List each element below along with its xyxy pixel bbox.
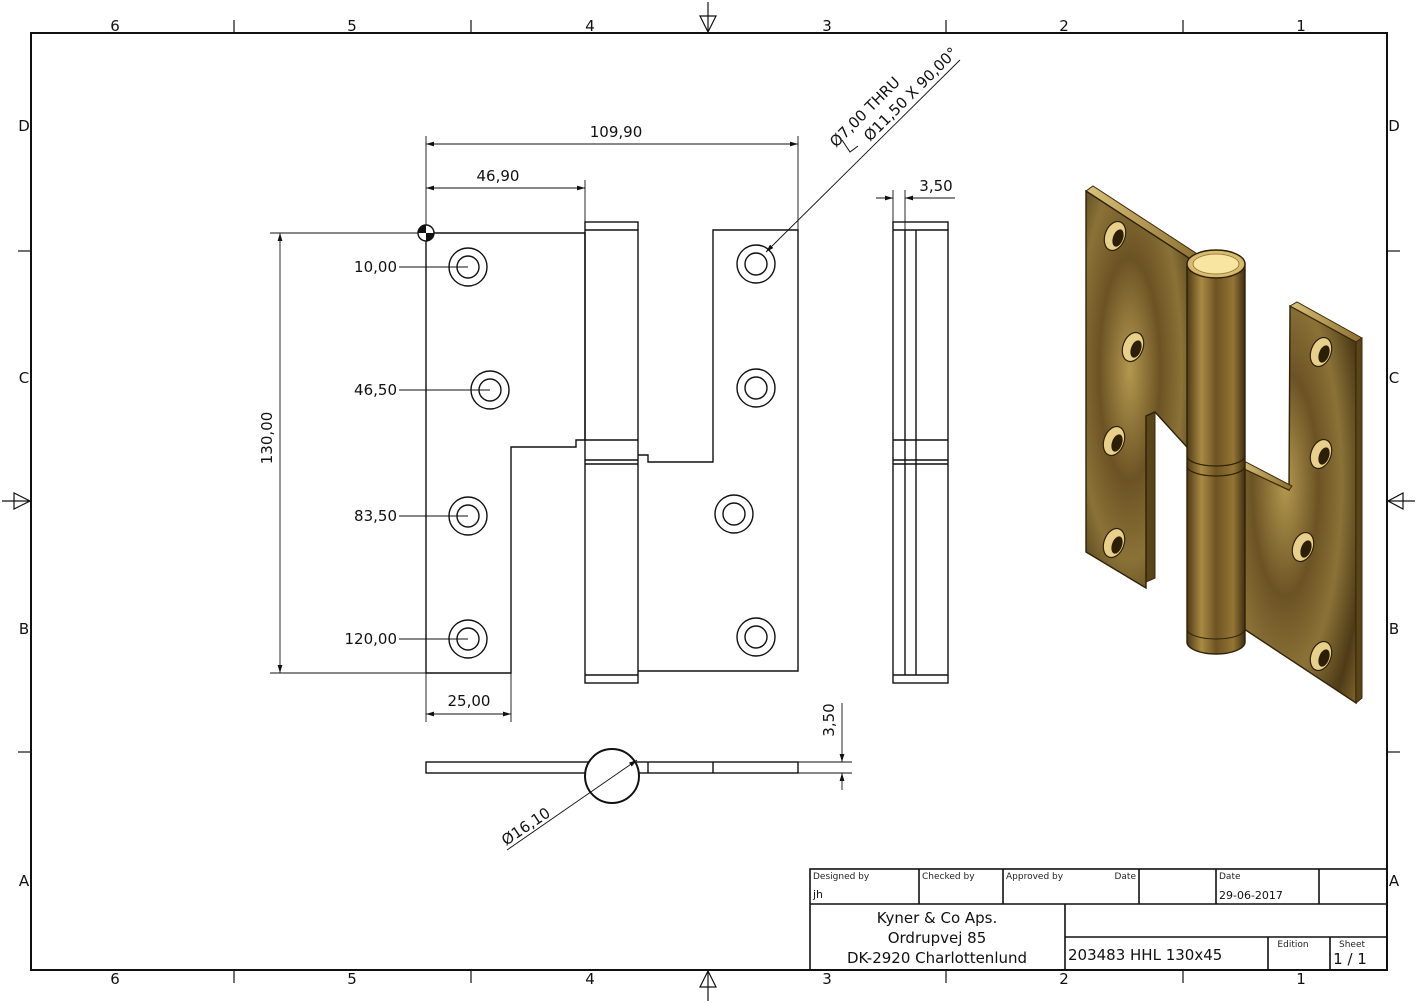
zone-col-bottom-2: 2: [1059, 970, 1069, 988]
front-view-dimensions: [270, 59, 961, 722]
dim-hole-1: 10,00: [354, 258, 397, 276]
approved-by-label: Approved by: [1006, 872, 1064, 882]
company-address: Ordrupvej 85: [888, 929, 987, 947]
title-block: [809, 868, 1388, 971]
front-view-holes: [448, 244, 776, 659]
date-label: Date: [1219, 872, 1241, 882]
sheet-label: Sheet: [1339, 940, 1365, 950]
approval-date-label: Date: [1114, 872, 1136, 882]
date-value: 29-06-2017: [1219, 889, 1283, 902]
zone-col-top-6: 6: [110, 17, 120, 35]
dim-knuckle-diameter: Ø16,10: [498, 804, 553, 850]
zone-row-left-c: C: [19, 369, 29, 387]
dim-hole-2: 46,50: [354, 381, 397, 399]
dim-overall-width: 109,90: [590, 123, 643, 141]
zone-row-left-b: B: [19, 620, 29, 638]
dim-thickness-side: 3,50: [919, 177, 952, 195]
hole-right-4: [736, 617, 776, 657]
checked-by-label: Checked by: [922, 872, 975, 882]
zone-col-top-2: 2: [1059, 17, 1069, 35]
zone-row-right-a: A: [1389, 872, 1400, 890]
hole-right-1: [736, 244, 776, 284]
zone-labels: 6 5 4 3 2 1 6 5 4 3 2 1 D C B A D C B A: [18, 17, 1400, 988]
zone-row-right-d: D: [1388, 117, 1400, 135]
zone-col-bottom-3: 3: [822, 970, 832, 988]
company-name: Kyner & Co Aps.: [877, 909, 998, 927]
hinge-3d-render: [1085, 185, 1363, 705]
dim-hinge-offset: 46,90: [477, 167, 520, 185]
zone-row-right-c: C: [1389, 369, 1399, 387]
zone-col-top-5: 5: [347, 17, 357, 35]
zone-row-left-d: D: [18, 117, 30, 135]
hole-right-2: [736, 368, 776, 408]
bottom-view-dimensions: [506, 703, 852, 851]
side-view: [892, 221, 949, 684]
hole-callout: Ø7,00 THRU Ø11,50 X 90,00°: [826, 44, 961, 153]
zone-col-top-4: 4: [585, 17, 595, 35]
side-view-dimensions: [876, 190, 955, 230]
sheet-value: 1 / 1: [1333, 950, 1367, 968]
dim-height: 130,00: [258, 412, 276, 465]
dim-bottom-width: 25,00: [448, 692, 491, 710]
zone-col-bottom-4: 4: [585, 970, 595, 988]
zone-col-top-3: 3: [822, 17, 832, 35]
bottom-view: [425, 748, 799, 804]
zone-row-right-b: B: [1389, 620, 1399, 638]
zone-col-bottom-6: 6: [110, 970, 120, 988]
designed-by-value: jh: [812, 888, 823, 901]
dim-hole-4: 120,00: [345, 630, 398, 648]
zone-col-bottom-5: 5: [347, 970, 357, 988]
zone-col-bottom-1: 1: [1296, 970, 1306, 988]
hole-right-3: [714, 494, 754, 534]
zone-col-top-1: 1: [1296, 17, 1306, 35]
designed-by-label: Designed by: [813, 872, 870, 882]
countersink-symbol: [841, 139, 859, 153]
part-name: 203483 HHL 130x45: [1068, 946, 1222, 964]
company-city: DK-2920 Charlottenlund: [847, 949, 1027, 967]
edition-label: Edition: [1277, 940, 1308, 950]
dim-thickness-bottom: 3,50: [820, 703, 838, 736]
front-view: [417, 221, 799, 684]
dim-hole-3: 83,50: [354, 507, 397, 525]
zone-row-left-a: A: [19, 872, 30, 890]
